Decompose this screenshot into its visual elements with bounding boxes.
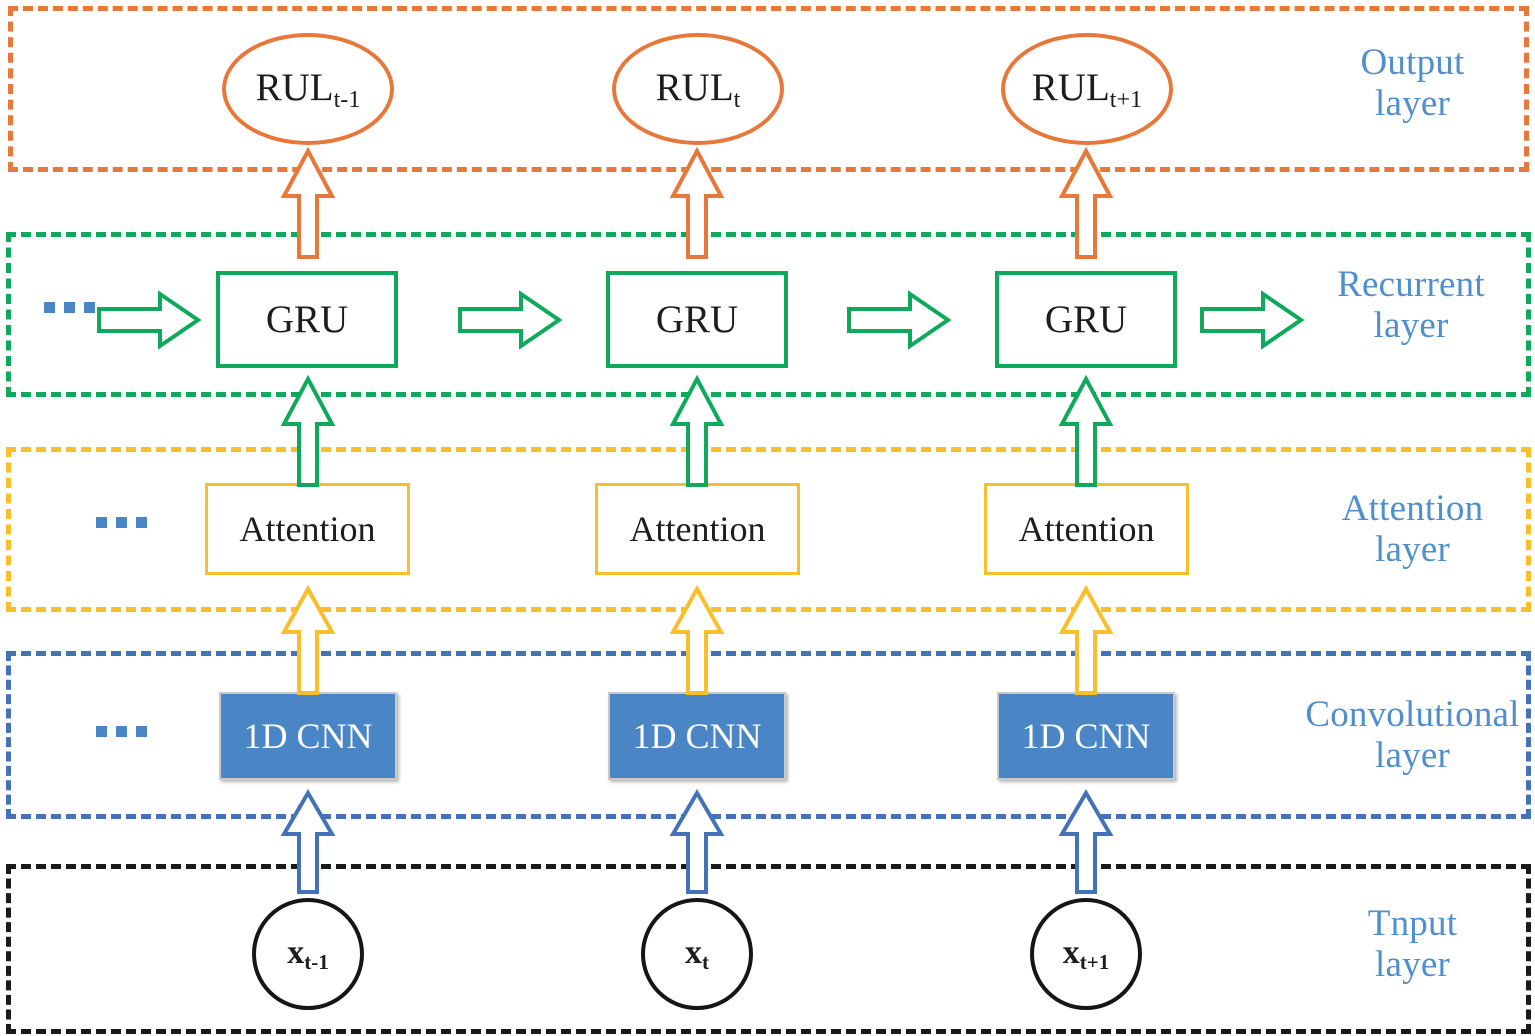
layer-band-input [6, 864, 1531, 1034]
arrow-recurrent-chain-out [1199, 290, 1305, 350]
arrow-recurrent-chain-in [96, 290, 202, 350]
gru-label: GRU [1044, 298, 1128, 341]
gru-label: GRU [655, 298, 739, 341]
cnn-label: 1D CNN [1021, 716, 1151, 756]
output-node-rul-t[interactable]: RULt [612, 33, 784, 145]
attention-label: Attention [629, 509, 766, 549]
arrow-recurrent-chain-1 [457, 290, 563, 350]
input-node-x-t[interactable]: xt [641, 898, 753, 1010]
ellipsis-convolutional [96, 726, 147, 737]
attention-node-t-1[interactable]: Attention [205, 483, 410, 575]
recurrent-node-gru-t+1[interactable]: GRU [995, 271, 1177, 368]
layer-label-attention: Attention layer [1341, 488, 1484, 571]
layer-label-convolutional: Convolutional layer [1305, 694, 1520, 777]
arrow-input-to-conv-t [669, 789, 725, 895]
arrow-recurrent-to-output-t+1 [1058, 146, 1114, 260]
attention-label: Attention [1018, 509, 1155, 549]
arrow-attention-to-recurrent-t [669, 374, 725, 488]
ellipsis-attention [96, 517, 147, 528]
recurrent-node-gru-t[interactable]: GRU [606, 271, 788, 368]
layer-label-output: Output layer [1360, 42, 1465, 125]
output-node-label: RULt [655, 65, 741, 113]
arrow-recurrent-to-output-t-1 [280, 146, 336, 260]
layer-label-recurrent: Recurrent layer [1337, 264, 1485, 347]
input-node-x-t-1[interactable]: xt-1 [252, 898, 364, 1010]
conv-node-1d-cnn-t[interactable]: 1D CNN [608, 692, 786, 780]
conv-node-1d-cnn-t-1[interactable]: 1D CNN [219, 692, 397, 780]
output-node-label: RULt-1 [255, 65, 361, 113]
layer-band-convolutional [6, 651, 1531, 819]
layer-band-recurrent [6, 232, 1531, 397]
attention-node-t[interactable]: Attention [595, 483, 800, 575]
layer-band-output [8, 6, 1529, 172]
arrow-recurrent-to-output-t [669, 146, 725, 260]
layer-band-attention [6, 447, 1531, 612]
arrow-conv-to-attention-t [669, 584, 725, 696]
input-node-x-t+1[interactable]: xt+1 [1030, 898, 1142, 1010]
arrow-conv-to-attention-t-1 [280, 584, 336, 696]
output-node-rul-t-1[interactable]: RULt-1 [222, 33, 394, 145]
ellipsis-recurrent [44, 302, 95, 313]
arrow-attention-to-recurrent-t+1 [1058, 374, 1114, 488]
recurrent-node-gru-t-1[interactable]: GRU [216, 271, 398, 368]
input-node-label: xt+1 [1062, 933, 1110, 974]
output-node-label: RULt+1 [1031, 65, 1143, 113]
conv-node-1d-cnn-t+1[interactable]: 1D CNN [997, 692, 1175, 780]
input-node-label: xt-1 [287, 933, 329, 974]
cnn-label: 1D CNN [632, 716, 762, 756]
input-node-label: xt [684, 933, 710, 974]
arrow-conv-to-attention-t+1 [1058, 584, 1114, 696]
arrow-attention-to-recurrent-t-1 [280, 374, 336, 488]
layer-label-input: Tnput layer [1367, 903, 1458, 986]
attention-node-t+1[interactable]: Attention [984, 483, 1189, 575]
output-node-rul-t+1[interactable]: RULt+1 [1001, 33, 1173, 145]
arrow-input-to-conv-t-1 [280, 789, 336, 895]
attention-label: Attention [239, 509, 376, 549]
arrow-recurrent-chain-2 [846, 290, 952, 350]
arrow-input-to-conv-t+1 [1058, 789, 1114, 895]
gru-label: GRU [265, 298, 349, 341]
cnn-label: 1D CNN [243, 716, 373, 756]
